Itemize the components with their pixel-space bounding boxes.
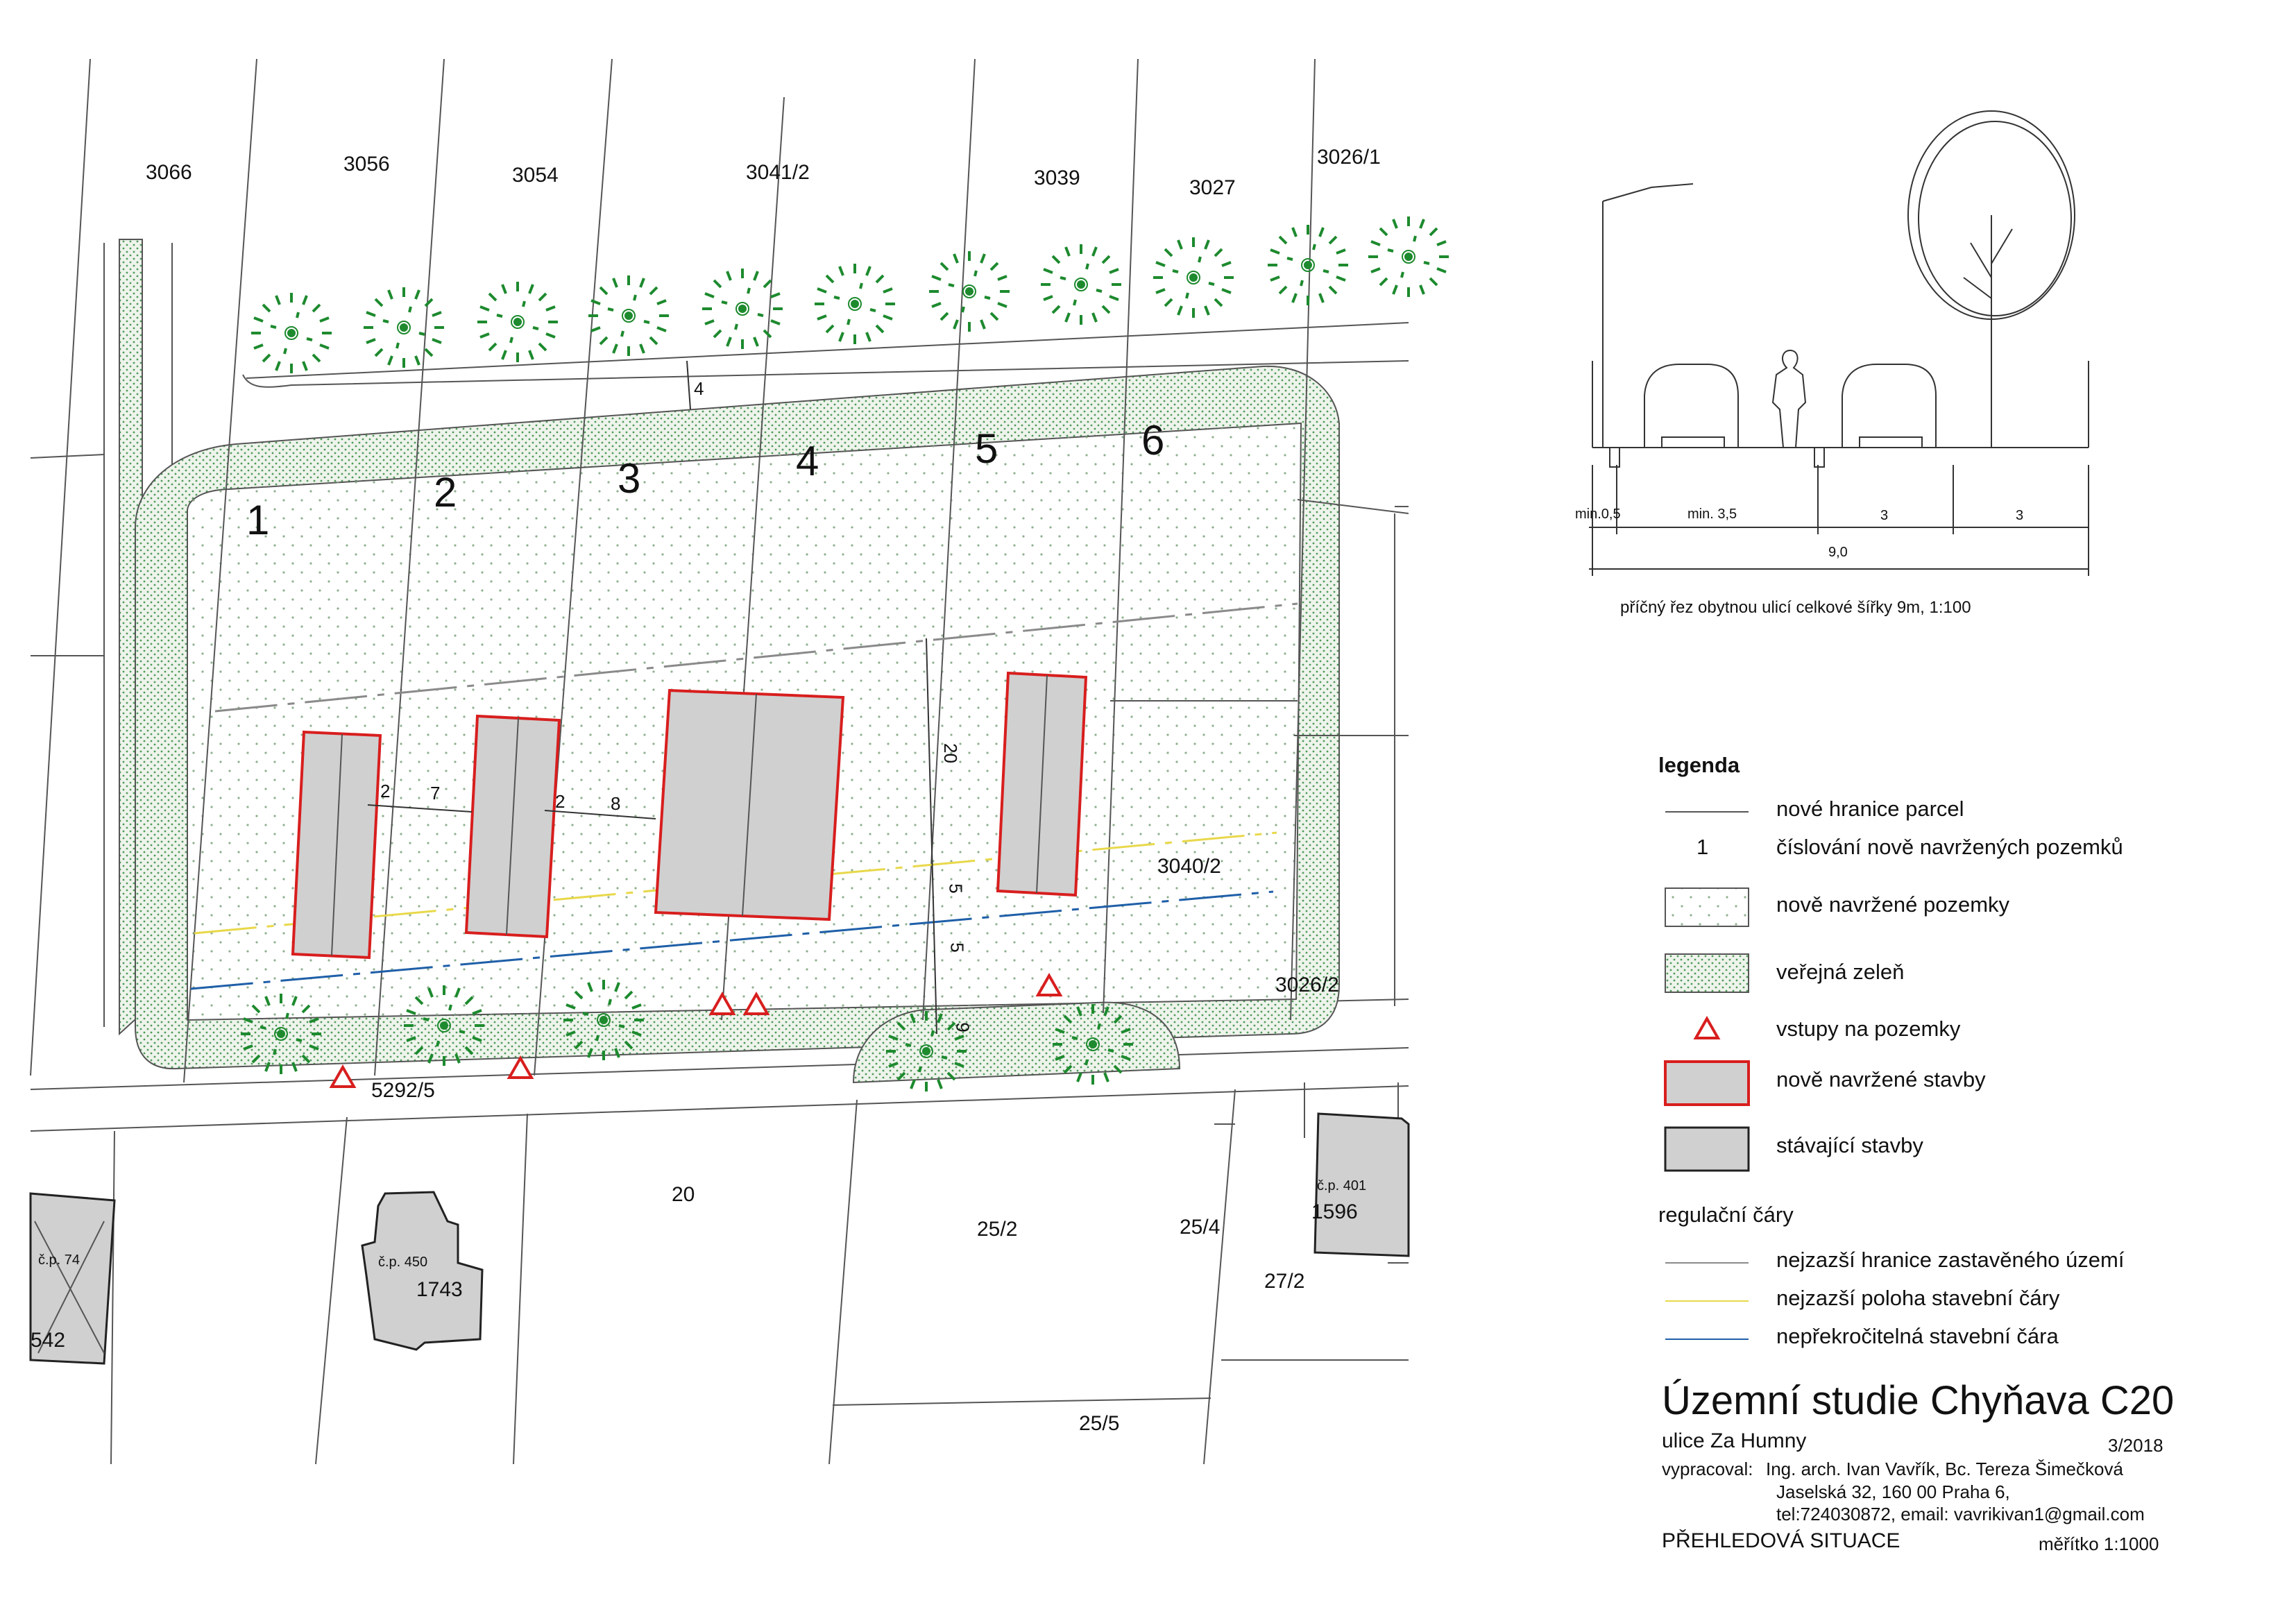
title-block-title: Územní studie Chyňava C20 (1662, 1378, 2175, 1423)
title-block-authors: Ing. arch. Ivan Vavřík, Bc. Tereza Šimeč… (1766, 1459, 2123, 1479)
legend-label: nově navržené stavby (1776, 1067, 1986, 1091)
dim-2a: 2 (380, 781, 391, 801)
legend-item-entries: vstupy na pozemky (1665, 1011, 2234, 1053)
legend-item-parcel-border: nové hranice parcel (1665, 791, 2234, 833)
legend-label: nejzazší poloha stavební čáry (1776, 1286, 2060, 1310)
parcel-label-3039: 3039 (1034, 167, 1080, 189)
legend-label: číslování nově navržených pozemků (1776, 835, 2123, 859)
title-block-prepared-label: vypracoval: (1662, 1459, 1753, 1479)
plot-number-3: 3 (618, 455, 641, 502)
existing-buildings (29, 1112, 1410, 1365)
legend-label: nové hranice parcel (1776, 797, 1964, 821)
plot-number-6: 6 (1141, 417, 1165, 464)
parcel-label-20: 20 (672, 1183, 695, 1206)
existing-building-number-1596: 1596 (1311, 1200, 1358, 1223)
cross-section-dim-lane1: 3 (1880, 508, 1889, 523)
dim-20: 20 (939, 743, 961, 763)
title-block-sheet: PŘEHLEDOVÁ SITUACE (1662, 1529, 1900, 1552)
legend-label: nepřekročitelná stavební čára (1776, 1324, 2059, 1348)
parcel-label-3066: 3066 (146, 161, 192, 184)
cross-section-caption: příčný řez obytnou ulicí celkové šířky 9… (1620, 598, 1971, 617)
legend-item-new-buildings: nově navržené stavby (1665, 1062, 2234, 1103)
parcel-label-25-4: 25/4 (1180, 1216, 1221, 1239)
title-block-address: Jaselská 32, 160 00 Praha 6, (1776, 1481, 2010, 1502)
dim-7: 7 (430, 783, 441, 804)
legend-item-existing-buildings: stávající stavby (1665, 1128, 2234, 1169)
parcel-label-3026-1: 3026/1 (1317, 146, 1381, 169)
legend-label: nejzazší hranice zastavěného území (1776, 1248, 2125, 1272)
title-block-scale: měřítko 1:1000 (2039, 1533, 2159, 1554)
dimension-lines (367, 360, 937, 1035)
plot-number-1: 1 (246, 497, 270, 543)
legend-item-numbering: 1 číslování nově navržených pozemků (1665, 829, 2234, 871)
legend-item-public-green: veřejná zeleň (1665, 954, 2234, 996)
plot-number-2: 2 (434, 469, 457, 516)
existing-building-cp-74: č.p. 74 (38, 1252, 80, 1268)
cross-section-dim-lane2: 3 (2016, 508, 2024, 523)
parcel-label-25-5: 25/5 (1079, 1412, 1120, 1435)
legend-label: nově navržené pozemky (1776, 892, 2010, 917)
existing-building-number-542: 542 (31, 1329, 66, 1352)
plot-number-4: 4 (796, 438, 819, 484)
cross-section-dim-total: 9,0 (1828, 545, 1848, 560)
legend-item-new-plots: nově navržené pozemky (1665, 887, 2234, 928)
dim-5b: 5 (946, 942, 968, 953)
parcel-label-5292-5: 5292/5 (371, 1079, 435, 1102)
parcel-label-3054: 3054 (512, 164, 559, 187)
legend-swatches (1664, 811, 1750, 1340)
legend-label: veřejná zeleň (1776, 960, 1905, 984)
title-block-contact: tel:724030872, email: vavrikivan1@gmail.… (1776, 1504, 2145, 1524)
dim-5a: 5 (945, 883, 967, 894)
dim-8: 8 (611, 793, 621, 814)
existing-building-cp-450: č.p. 450 (378, 1255, 428, 1270)
existing-building-cp-401: č.p. 401 (1317, 1178, 1367, 1193)
title-block-street: ulice Za Humny (1662, 1429, 1807, 1452)
dim-2b: 2 (555, 791, 566, 812)
cross-section (1589, 110, 2089, 576)
parcel-label-27-2: 27/2 (1264, 1270, 1305, 1293)
legend-label: vstupy na pozemky (1776, 1017, 1961, 1041)
entry-triangles (329, 972, 1063, 1088)
parcel-label-3056: 3056 (343, 153, 390, 176)
title-block-date: 3/2018 (2108, 1435, 2163, 1456)
parcel-label-3026-2: 3026/2 (1275, 974, 1339, 996)
existing-building-number-1743: 1743 (416, 1278, 463, 1301)
legend-item-limit-line: nejzazší hranice zastavěného území (1665, 1242, 2234, 1284)
cross-section-dim-min35: min. 3,5 (1687, 507, 1737, 522)
regulation-title: regulační čáry (1658, 1203, 1794, 1227)
legend-symbol-number: 1 (1697, 835, 1709, 859)
legend-item-strict-line: nepřekročitelná stavební čára (1665, 1318, 2234, 1360)
cross-section-dim-min05: min.0,5 (1575, 507, 1621, 522)
dim-4: 4 (694, 378, 704, 399)
parcel-lines (30, 58, 1409, 1465)
legend-title: legenda (1658, 753, 1740, 777)
plot-number-5: 5 (975, 425, 998, 472)
legend-item-building-line: nejzazší poloha stavební čáry (1665, 1280, 2234, 1322)
legend-label: stávající stavby (1776, 1133, 1923, 1157)
parcel-label-3040-2: 3040/2 (1157, 855, 1221, 878)
parcel-label-25-2: 25/2 (977, 1218, 1018, 1241)
parcel-label-3041-2: 3041/2 (746, 161, 810, 184)
parcel-label-3027: 3027 (1189, 176, 1236, 199)
green-island-south (852, 1001, 1181, 1084)
dim-9: 9 (952, 1022, 973, 1033)
